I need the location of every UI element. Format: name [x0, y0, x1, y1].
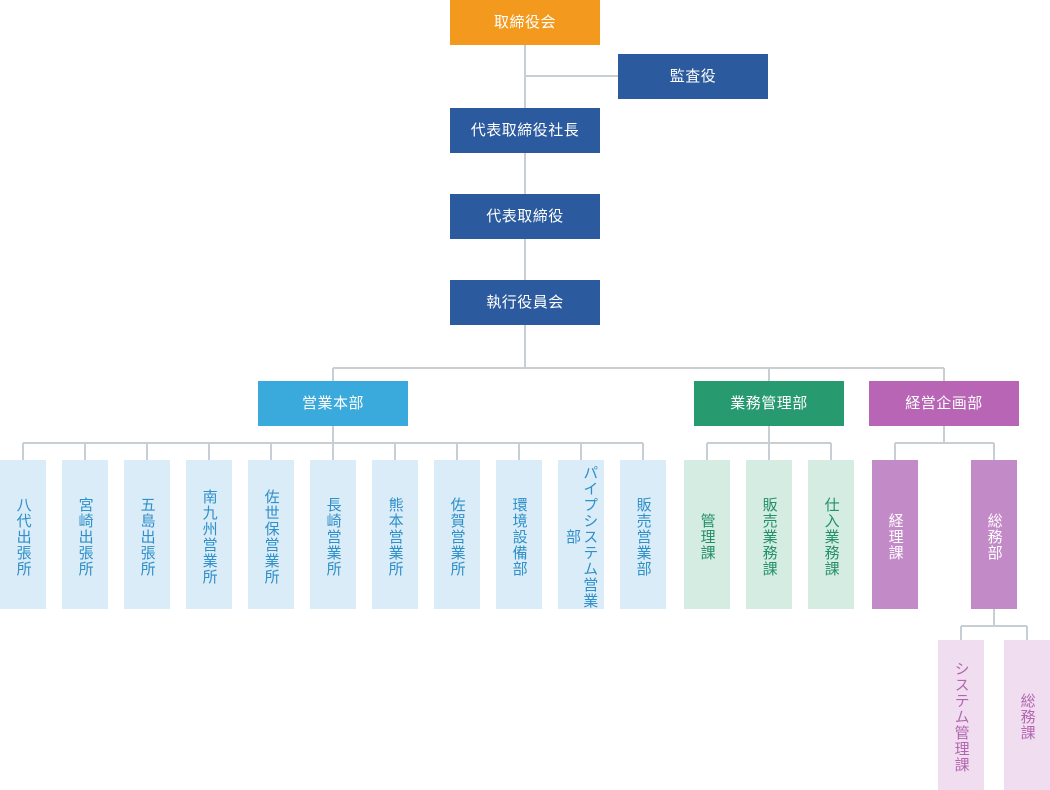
auditor-box: 監査役	[618, 54, 768, 99]
operations-unit-box: 販売業務課	[746, 460, 792, 609]
sales-unit-box: 宮崎出張所	[62, 460, 108, 609]
board-of-directors-box: 取締役会	[450, 0, 600, 45]
sub-unit-box: システム管理課	[938, 640, 984, 790]
sales-unit-box: 佐世保営業所	[248, 460, 294, 609]
planning-division-box: 経営企画部	[869, 381, 1019, 426]
operations-division-box: 業務管理部	[694, 381, 844, 426]
sales-unit-box: 八代出張所	[0, 460, 46, 609]
operations-unit-box: 仕入業務課	[808, 460, 854, 609]
planning-unit-box: 総務部	[971, 460, 1017, 609]
sales-unit-box: パイプシステム営業部	[558, 460, 604, 609]
sales-unit-box: 南九州営業所	[186, 460, 232, 609]
sales-unit-box: 環境設備部	[496, 460, 542, 609]
planning-unit-box: 経理課	[872, 460, 918, 609]
sales-unit-box: 販売営業部	[620, 460, 666, 609]
representative-director-box: 代表取締役	[450, 194, 600, 239]
executive-committee-box: 執行役員会	[450, 280, 600, 325]
operations-unit-box: 管理課	[684, 460, 730, 609]
sales-unit-box: 五島出張所	[124, 460, 170, 609]
president-box: 代表取締役社長	[450, 108, 600, 153]
sales-unit-box: 熊本営業所	[372, 460, 418, 609]
sales-unit-box: 長崎営業所	[310, 460, 356, 609]
sub-unit-box: 総務課	[1004, 640, 1050, 790]
sales-division-box: 営業本部	[258, 381, 408, 426]
sales-unit-box: 佐賀営業所	[434, 460, 480, 609]
